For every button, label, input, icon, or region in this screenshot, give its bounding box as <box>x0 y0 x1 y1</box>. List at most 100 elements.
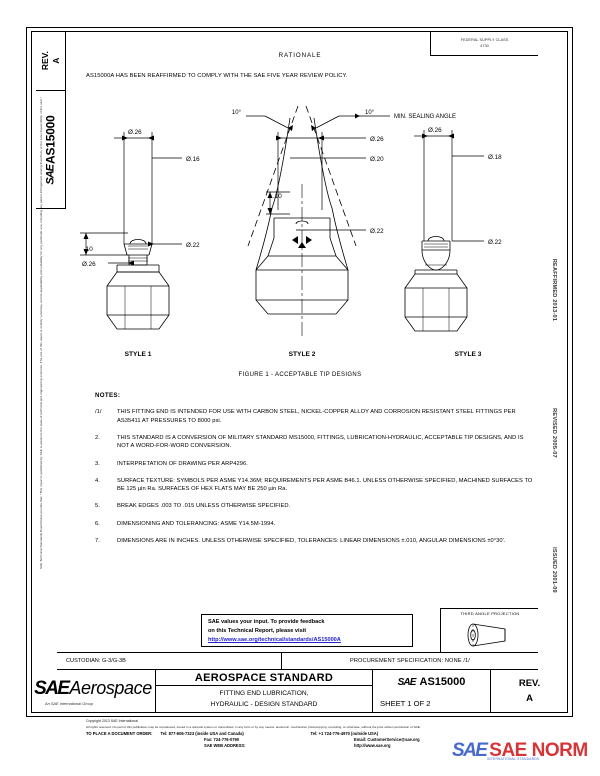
style3-fitting <box>404 236 468 332</box>
document-number-cell: SAE AS15000 SHEET 1 OF 2 <box>373 670 491 713</box>
note-text: INTERPRETATION OF DRAWING PER ARP4296. <box>117 460 248 467</box>
page-footer: Copyright 2013 SAE International All rig… <box>86 719 586 748</box>
document-title: FITTING END LUBRICATION, HYDRAULIC - DES… <box>156 686 372 713</box>
sheet-number: SHEET 1 OF 2 <box>380 699 431 708</box>
fsc-label: FEDERAL SUPPLY CLASS <box>460 37 509 43</box>
note-text: SURFACE TEXTURE: SYMBOLS PER ASME Y14.36… <box>117 477 533 493</box>
angle-label-right: 10° <box>365 110 375 116</box>
angle-label-left: 10° <box>232 110 242 116</box>
technical-drawing-figure: 10° 10° MIN. SEALING ANGLE <box>60 88 540 378</box>
feedback-callout-box: SAE values your input. To provide feedba… <box>201 614 413 647</box>
drawing-frame-inner <box>31 31 568 713</box>
note-number: 5. <box>95 503 100 510</box>
note-item: 7. DIMENSIONS ARE IN INCHES. UNLESS OTHE… <box>95 537 537 546</box>
custodian-row: CUSTODIAN: G-3/G-3B PROCUREMENT SPECIFIC… <box>57 652 538 670</box>
projection-label: THIRD ANGLE PROJECTION <box>460 611 520 616</box>
sae-norm-watermark: SAE SAE NORM <box>452 736 592 766</box>
feedback-line-1: SAE values your input. To provide feedba… <box>208 619 325 625</box>
custodian-label: CUSTODIAN: G-3/G-3B <box>57 653 282 669</box>
note-item: 2. THIS STANDARD IS A CONVERSION OF MILI… <box>95 434 537 451</box>
web-address-label: SAE WEB ADDRESS: <box>204 742 246 748</box>
order-label: TO PLACE A DOCUMENT ORDER: <box>86 731 153 737</box>
logo-subtitle: An SAE International Group <box>45 700 94 706</box>
note-number: 3. <box>95 460 100 467</box>
procurement-spec-label: PROCUREMENT SPECIFICATION: NONE /1/ <box>349 658 471 664</box>
style2-dim-lower: Ø.22 <box>370 228 384 235</box>
style3-dimensions <box>414 130 484 242</box>
revision-entry-label: ISSUED 2001-09 <box>551 547 557 593</box>
feedback-link[interactable]: http://www.sae.org/technical/standards/A… <box>208 637 341 644</box>
style1-dim-shoulder: Ø.26 <box>82 261 96 268</box>
revision-entry: REAFFIRMED 2013-01 <box>541 215 567 365</box>
style2-cone-envelope <box>246 105 390 271</box>
note-number: 4. <box>95 477 100 484</box>
drawing-frame-outer <box>26 27 573 717</box>
rights-statement: All rights reserved. No part of this pub… <box>86 724 421 729</box>
watermark-mark: SAE <box>452 740 488 761</box>
tip-designs-svg: 10° 10° MIN. SEALING ANGLE <box>80 105 502 358</box>
watermark-word: SAE NORM <box>489 740 588 761</box>
style2-dim-upper: Ø.20 <box>370 156 384 163</box>
revision-entry-label: REVISED 2005-07 <box>551 408 558 458</box>
document-title-line-2: HYDRAULIC - DESIGN STANDARD <box>210 700 318 708</box>
federal-supply-class-box: FEDERAL SUPPLY CLASS 4730 <box>430 31 538 56</box>
order-tel-intl: Tel: +1 724-776-4970 (outside USA) <box>310 731 379 737</box>
doc-number: AS15000 <box>419 676 466 688</box>
document-designator-box: SAE AS15000 <box>36 91 66 209</box>
title-rev-label: REV. <box>518 678 541 690</box>
note-number: 7. <box>95 537 100 544</box>
note-number: /1/ <box>95 409 102 415</box>
style1-dimensions <box>80 132 182 266</box>
style2-dim-top: Ø.26 <box>370 136 384 143</box>
style2-dimensions <box>266 132 366 231</box>
title-block-revision: REV. A <box>491 670 568 713</box>
style1-caption: STYLE 1 <box>125 351 152 358</box>
order-row-3: SAE WEB ADDRESS: http://www.sae.org <box>86 743 586 748</box>
order-tel-us: Tel: 877-606-7323 (inside USA and Canada… <box>160 731 244 737</box>
notes-section: NOTES: /1/ THIS FITTING END IS INTENDED … <box>95 392 537 554</box>
order-fax: Fax: 724-776-0790 <box>204 737 240 743</box>
note-item: 4. SURFACE TEXTURE: SYMBOLS PER ASME Y14… <box>95 477 537 494</box>
web-address-value: http://www.sae.org <box>354 742 391 748</box>
note-item: /1/ THIS FITTING END IS INTENDED FOR USE… <box>95 408 537 425</box>
third-angle-projection-box: THIRD ANGLE PROJECTION <box>440 608 538 652</box>
figure-caption: FIGURE 1 - ACCEPTABLE TIP DESIGNS <box>238 372 362 378</box>
doc-sae-mark-icon: SAE <box>397 676 417 688</box>
note-item: 5. BREAK EDGES .003 TO .015 UNLESS OTHER… <box>95 502 537 511</box>
style1-dim-upper: Ø.16 <box>186 156 200 163</box>
rationale-text: AS15000A HAS BEEN REAFFIRMED TO COMPLY W… <box>86 73 348 79</box>
notes-heading: NOTES: <box>95 392 121 399</box>
style3-dim-top: Ø.26 <box>428 127 442 134</box>
order-row-2: Fax: 724-776-0790 Email: CustomerService… <box>86 737 586 742</box>
note-text: DIMENSIONS ARE IN INCHES. UNLESS OTHERWI… <box>117 537 506 544</box>
revision-entry-label: REAFFIRMED 2013-01 <box>551 258 558 322</box>
note-number: 2. <box>95 434 100 441</box>
fsc-value: 4730 <box>480 43 489 48</box>
title-block-center: AEROSPACE STANDARD FITTING END LUBRICATI… <box>156 670 373 713</box>
note-text: THIS STANDARD IS A CONVERSION OF MILITAR… <box>117 434 524 450</box>
title-block: SAE Aerospace An SAE International Group… <box>31 670 568 713</box>
style1-fitting <box>106 239 170 330</box>
min-sealing-angle-label: MIN. SEALING ANGLE <box>394 114 456 120</box>
style3-caption: STYLE 3 <box>455 351 482 358</box>
style2-caption: STYLE 2 <box>289 351 316 358</box>
order-row-1: TO PLACE A DOCUMENT ORDER: Tel: 877-606-… <box>86 731 586 736</box>
note-item: 3. INTERPRETATION OF DRAWING PER ARP4296… <box>95 460 537 469</box>
style2-dim-height: .10 <box>273 193 282 200</box>
copyright-line: Copyright 2013 SAE International <box>86 719 138 723</box>
logo-aerospace-word: Aerospace <box>69 677 152 698</box>
rationale-heading: RATIONALE <box>278 52 322 59</box>
note-text: DIMENSIONING AND TOLERANCING: ASME Y14.5… <box>117 520 276 527</box>
note-text: THIS FITTING END IS INTENDED FOR USE WIT… <box>117 409 516 424</box>
standard-type-label: AEROSPACE STANDARD <box>156 670 372 686</box>
title-rev-value: A <box>526 692 533 704</box>
document-title-line-1: FITTING END LUBRICATION, <box>219 689 309 697</box>
note-number: 6. <box>95 520 100 527</box>
note-item: 6. DIMENSIONING AND TOLERANCING: ASME Y1… <box>95 520 537 529</box>
revision-indicator-box: REV. A <box>36 31 66 91</box>
revision-entry: ISSUED 2001-09 <box>541 495 567 645</box>
logo-sae-mark: SAE <box>34 677 70 699</box>
style1-dim-top: Ø.26 <box>128 129 142 136</box>
style3-dim-upper: Ø.18 <box>488 154 502 161</box>
